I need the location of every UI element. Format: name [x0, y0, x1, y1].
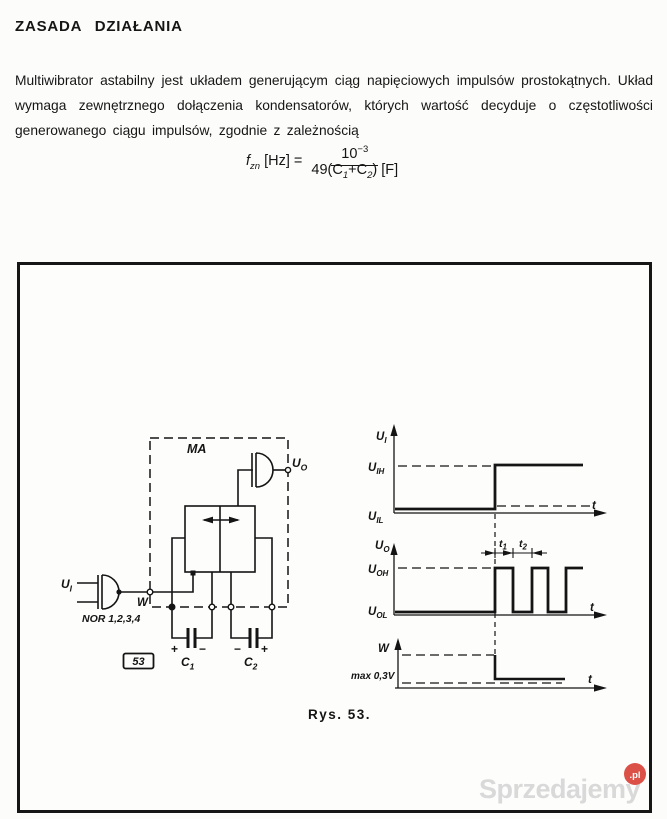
- waveform-output: t1 t2 UO UOH UOL t: [368, 538, 607, 620]
- y-axis-label: W: [378, 643, 390, 655]
- intro-paragraph: Multiwibrator astabilny jest układem gen…: [15, 72, 653, 138]
- w-label: W: [137, 597, 149, 609]
- waveform-enable: W max 0,3V t: [351, 638, 607, 692]
- t-axis-label: t: [588, 674, 593, 686]
- y-axis-label: UO: [375, 540, 390, 554]
- block-input-pad: [190, 570, 196, 576]
- c1-label: C1: [181, 655, 195, 672]
- uo-label: UO: [292, 456, 308, 473]
- nor-label: NOR 1,2,3,4: [82, 613, 141, 625]
- uih-level-label: UIH: [368, 462, 385, 476]
- circuit-diagram: [77, 437, 292, 670]
- figure-53: MA UO UI W NOR 1,2,3,4 + − − + C1 C2 53 …: [17, 262, 652, 813]
- terminal-node-a: [168, 603, 176, 611]
- uil-level-label: UIL: [368, 511, 384, 525]
- circuit-labels: MA UO UI W NOR 1,2,3,4 + − − + C1 C2 53: [61, 442, 308, 672]
- page-title: ZASADA DZIAŁANIA: [15, 18, 183, 36]
- c2-label: C2: [244, 655, 258, 672]
- waveform-input: UI UIH UIL t: [368, 424, 607, 525]
- formula-lhs: fzn [Hz] =: [246, 152, 303, 172]
- node-w: [146, 588, 154, 596]
- input-signal-trace: [395, 463, 583, 511]
- badge-label: 53: [132, 656, 144, 668]
- output-terminal-node: [284, 466, 292, 474]
- c1-minus-sign: −: [199, 642, 206, 656]
- c2-minus-sign: −: [234, 642, 241, 656]
- left-arrow-icon: [202, 516, 213, 524]
- axis-up-arrow-icon: [394, 638, 402, 650]
- nor-output-wire: [119, 574, 194, 593]
- right-loop-wire: [255, 537, 273, 607]
- ma-label: MA: [187, 442, 206, 456]
- capacitor-c2: [230, 609, 273, 648]
- max-level-label: max 0,3V: [351, 671, 396, 682]
- badge-box: [122, 652, 155, 670]
- timing-block: [184, 505, 256, 573]
- watermark-text: Sprzedajemy: [479, 774, 641, 804]
- t1-t2-dimension: [481, 548, 547, 558]
- t-axis-label: t: [592, 500, 597, 512]
- uoh-level-label: UOH: [368, 564, 389, 578]
- right-arrow-icon: [229, 516, 240, 524]
- t2-label: t2: [519, 538, 528, 552]
- ui-label: UI: [61, 577, 73, 594]
- axis-up-arrow-icon: [390, 424, 398, 436]
- t-axis-label: t: [590, 602, 595, 614]
- terminal-node-b: [208, 603, 216, 611]
- formula-fraction: 10−3 49(C1+C2) [F]: [311, 144, 398, 181]
- c1-plus-sign: +: [171, 642, 178, 656]
- output-signal-trace: [395, 566, 583, 614]
- formula-numerator: 10−3: [331, 144, 379, 166]
- t1-label: t1: [499, 538, 508, 552]
- watermark-badge: [624, 763, 646, 785]
- axis-up-arrow-icon: [390, 543, 398, 555]
- figure-caption: Rys. 53.: [308, 707, 371, 722]
- terminal-node-d: [268, 603, 276, 611]
- watermark: Sprzedajemy .pl: [479, 763, 646, 804]
- left-loop-wire: [171, 537, 185, 607]
- uol-level-label: UOL: [368, 606, 388, 620]
- axis-right-arrow-icon: [594, 611, 607, 619]
- axis-right-arrow-icon: [594, 684, 607, 692]
- watermark-tld: .pl: [629, 770, 640, 781]
- terminal-node-c: [227, 603, 235, 611]
- capacitor-c1: [171, 609, 213, 648]
- y-axis-label: UI: [376, 431, 387, 445]
- frequency-formula: fzn [Hz] = 10−3 49(C1+C2) [F]: [246, 144, 398, 181]
- c2-plus-sign: +: [261, 642, 268, 656]
- enable-signal-trace: [493, 655, 565, 681]
- formula-denominator: 49(C1+C2) [F]: [311, 161, 399, 181]
- axis-right-arrow-icon: [594, 509, 607, 517]
- inverter-gate: [237, 452, 286, 506]
- figure-border: [17, 262, 652, 813]
